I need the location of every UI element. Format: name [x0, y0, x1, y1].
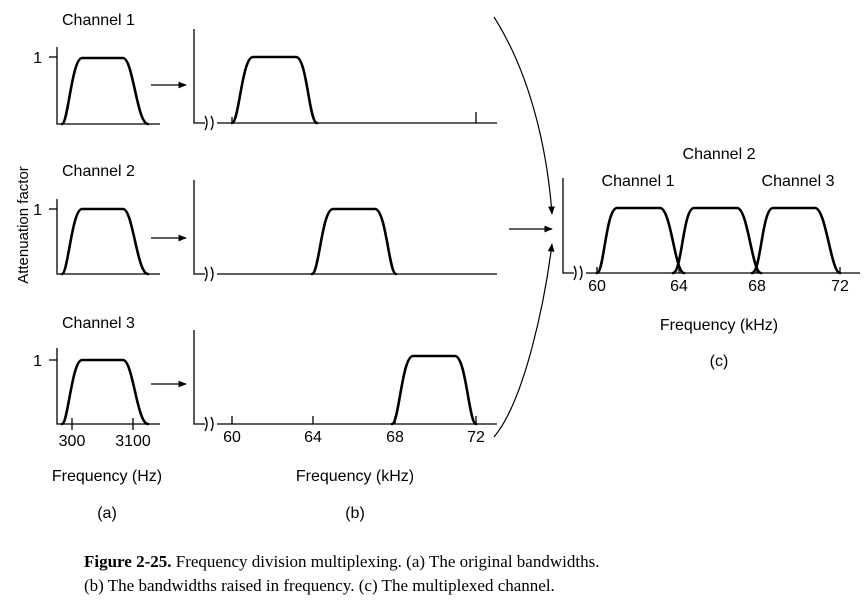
combine-arrow-1 — [493, 16, 555, 215]
tick-label-3100: 3100 — [115, 433, 151, 450]
panel-c-x-label: Frequency (kHz) — [660, 317, 778, 334]
caption-text-1: Frequency division multiplexing. (a) The… — [175, 552, 600, 571]
axes — [56, 199, 160, 275]
channel-3-shifted-curve — [390, 354, 478, 426]
caption-line-2: (b) The bandwidths raised in frequency. … — [84, 574, 784, 598]
tick-label-60: 60 — [223, 429, 241, 446]
caption-title: Figure 2-25. — [84, 552, 172, 571]
axes — [193, 180, 205, 275]
channel-1-label: Channel 1 — [602, 173, 675, 190]
panel-a-label: (a) — [97, 505, 117, 522]
channel-2-shifted-curve — [310, 207, 398, 276]
panel-c-label: (c) — [710, 353, 729, 370]
attenuation-one-label: 1 — [33, 50, 42, 67]
axis-break-icon — [204, 115, 214, 131]
baseband-passband-curve — [60, 358, 150, 426]
axes — [56, 348, 160, 425]
panel-a-channel-3: Channel 3 1 300 3100 — [33, 315, 160, 450]
axes — [56, 47, 160, 125]
combine-arrow-3 — [493, 243, 555, 438]
tick-label-72: 72 — [831, 278, 849, 295]
caption-line-1: Figure 2-25. Frequency division multiple… — [84, 550, 784, 574]
channel-1-band-curve — [595, 206, 686, 275]
panel-b-row-3: 60 64 68 72 — [193, 330, 497, 446]
channel-3-band-curve — [750, 206, 842, 275]
axes — [562, 178, 574, 274]
panel-c-multiplexed: Channel 2 Channel 1 Channel 3 60 64 68 7… — [562, 146, 860, 370]
caption-text-2: (b) The bandwidths raised in frequency. … — [84, 576, 555, 595]
tick-label-300: 300 — [59, 433, 86, 450]
channel-3-title: Channel 3 — [62, 315, 135, 332]
channel-3-label: Channel 3 — [762, 173, 835, 190]
tick-label-64: 64 — [304, 429, 322, 446]
channel-2-title: Channel 2 — [62, 163, 135, 180]
panel-a-channel-2: Channel 2 1 — [33, 163, 160, 276]
attenuation-one-label: 1 — [33, 202, 42, 219]
y-axis-label: Attenuation factor — [15, 166, 32, 284]
tick-label-68: 68 — [748, 278, 766, 295]
panel-b-x-label: Frequency (kHz) — [296, 468, 414, 485]
tick-label-60: 60 — [588, 278, 606, 295]
fdm-figure: Attenuation factor Channel 1 1 Channel 2… — [15, 12, 860, 522]
panel-b-label: (b) — [345, 505, 365, 522]
figure-caption: Figure 2-25. Frequency division multiple… — [84, 550, 784, 598]
panel-a-x-label: Frequency (Hz) — [52, 468, 162, 485]
attenuation-one-label: 1 — [33, 353, 42, 370]
panel-a-channel-1: Channel 1 1 — [33, 12, 160, 126]
tick-label-64: 64 — [670, 278, 688, 295]
channel-1-title: Channel 1 — [62, 12, 135, 29]
channel-2-band-curve — [671, 206, 763, 275]
axes — [193, 330, 205, 425]
channel-2-label: Channel 2 — [683, 146, 756, 163]
tick-label-68: 68 — [386, 429, 404, 446]
axis-break-icon — [204, 266, 214, 282]
axis-break-icon — [573, 265, 583, 281]
channel-1-shifted-curve — [230, 55, 319, 125]
baseband-passband-curve — [60, 56, 150, 126]
axis-break-icon — [204, 416, 214, 432]
axes — [193, 29, 205, 124]
panel-b-row-1 — [193, 29, 497, 131]
baseband-passband-curve — [60, 207, 150, 276]
panel-b-row-2 — [193, 180, 497, 282]
tick-label-72: 72 — [467, 429, 485, 446]
